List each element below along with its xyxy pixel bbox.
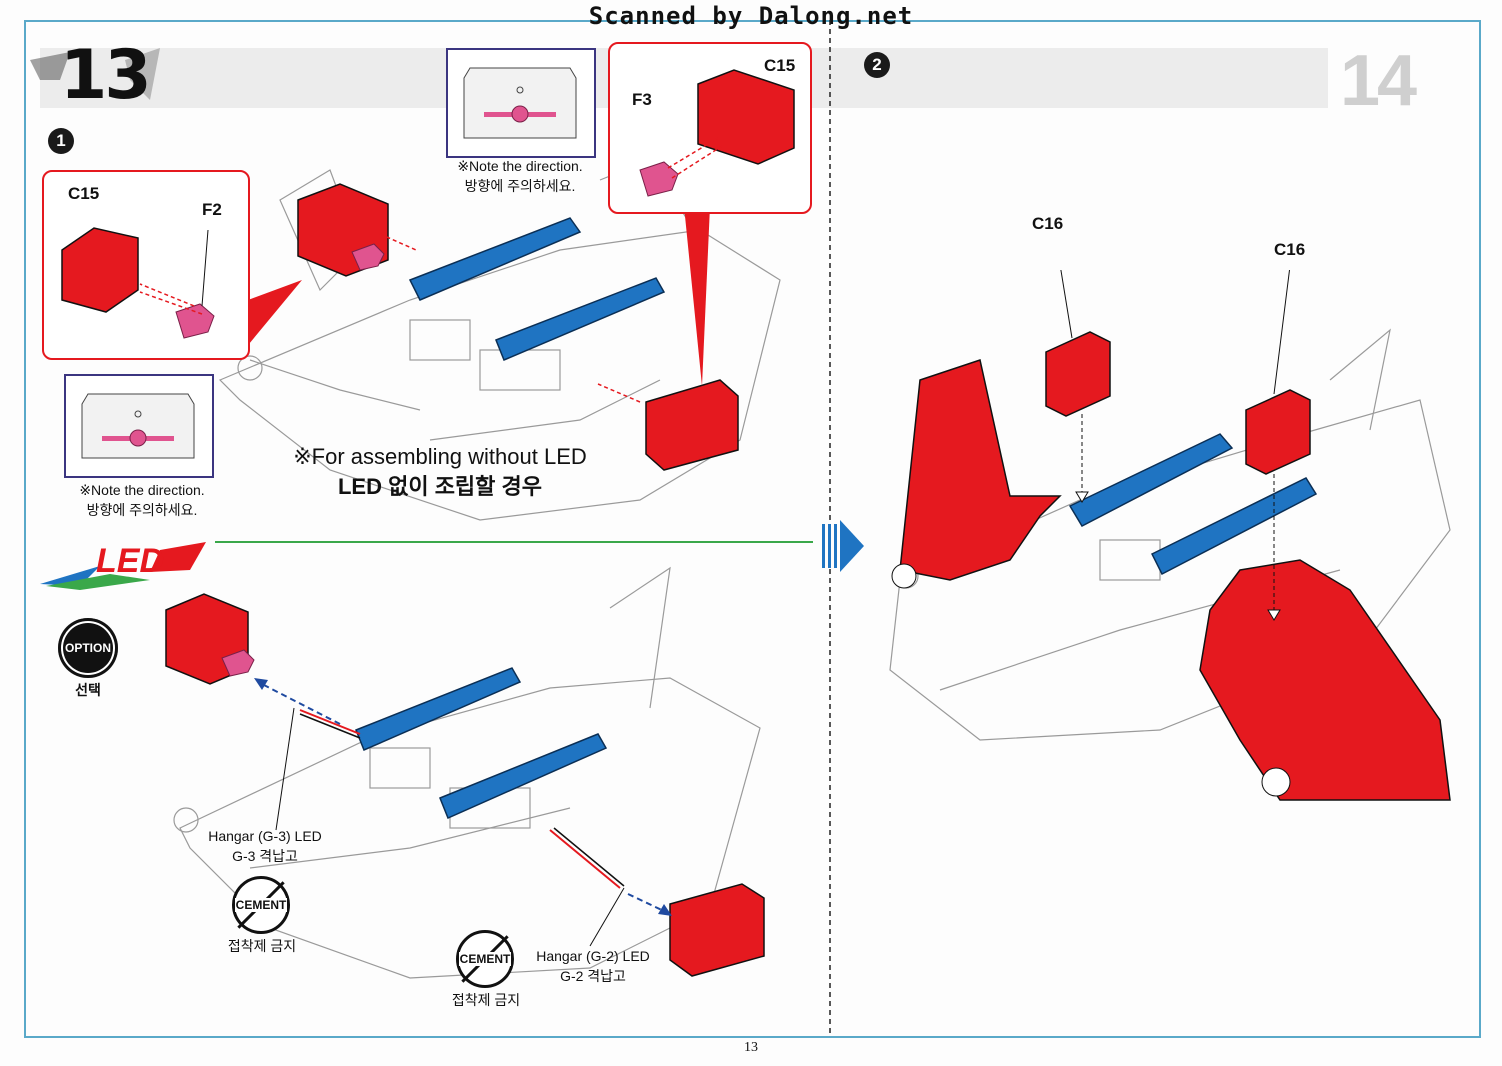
ship-diagram-upper [218,159,781,521]
cement-text-2: CEMENT [458,952,512,966]
next-step-number-ghost: 14 [1340,41,1417,121]
no-cement-label-2: 접착제 금지 [451,992,521,1008]
direction-note-ko-left: 방향에 주의하세요. [86,502,198,518]
label-c16-right: C16 [1274,240,1306,259]
option-badge-text: OPTION [64,641,111,655]
direction-note-box-top [446,48,596,158]
label-f2: F2 [202,200,222,219]
c15-f2-diagram [61,227,215,339]
section-separator [215,541,813,543]
page-number: 13 [744,1040,758,1055]
hangar-g3-en: Hangar (G-3) LED [208,828,322,844]
c15-f3-diagram [639,69,795,197]
callout-connector-top [684,206,710,386]
ship-diagram-lower [165,566,765,979]
callout-c15-f2 [42,170,250,360]
option-badge: OPTION [58,618,118,678]
led-logo-text: LED [96,542,164,580]
cement-text-1: CEMENT [234,898,288,912]
without-led-note-ko: LED 없이 조립할 경우 [337,474,543,499]
led-swoosh-icon [40,542,206,590]
hangar-g3-ko: G-3 격납고 [232,848,298,864]
continue-arrow-icon [822,520,864,572]
led-logo: LED [40,540,210,590]
no-cement-label-1: 접착제 금지 [227,938,297,954]
label-c15-left: C15 [68,184,100,203]
no-cement-icon-1: CEMENT [232,876,290,934]
direction-note-box-left [64,374,214,478]
direction-note-ko-top: 방향에 주의하세요. [464,178,576,194]
without-led-note-en: ※For assembling without LED [293,444,587,469]
page-frame [24,20,1481,1038]
callout-connector-left [244,280,302,350]
direction-note-en-left: ※Note the direction. [79,482,205,498]
direction-hint-diagram [81,393,195,459]
substep-1-badge: 1 [48,128,74,154]
direction-hint-diagram-top [463,67,577,139]
watermark: Scanned by Dalong.net [588,2,914,30]
label-f3: F3 [632,90,652,109]
step-number: 13 [60,36,152,115]
step-swoosh-icon [30,48,160,100]
ship-diagram-right [889,270,1451,801]
option-label-ko: 선택 [75,682,101,698]
callout-c15-f3 [608,42,812,214]
label-c15-top: C15 [764,56,796,75]
hangar-g2-ko: G-2 격납고 [560,968,626,984]
no-cement-icon-2: CEMENT [456,930,514,988]
label-c16-left: C16 [1032,214,1064,233]
direction-note-en-top: ※Note the direction. [457,158,583,174]
substep-2-badge: 2 [864,52,890,78]
hangar-g2-en: Hangar (G-2) LED [536,948,650,964]
